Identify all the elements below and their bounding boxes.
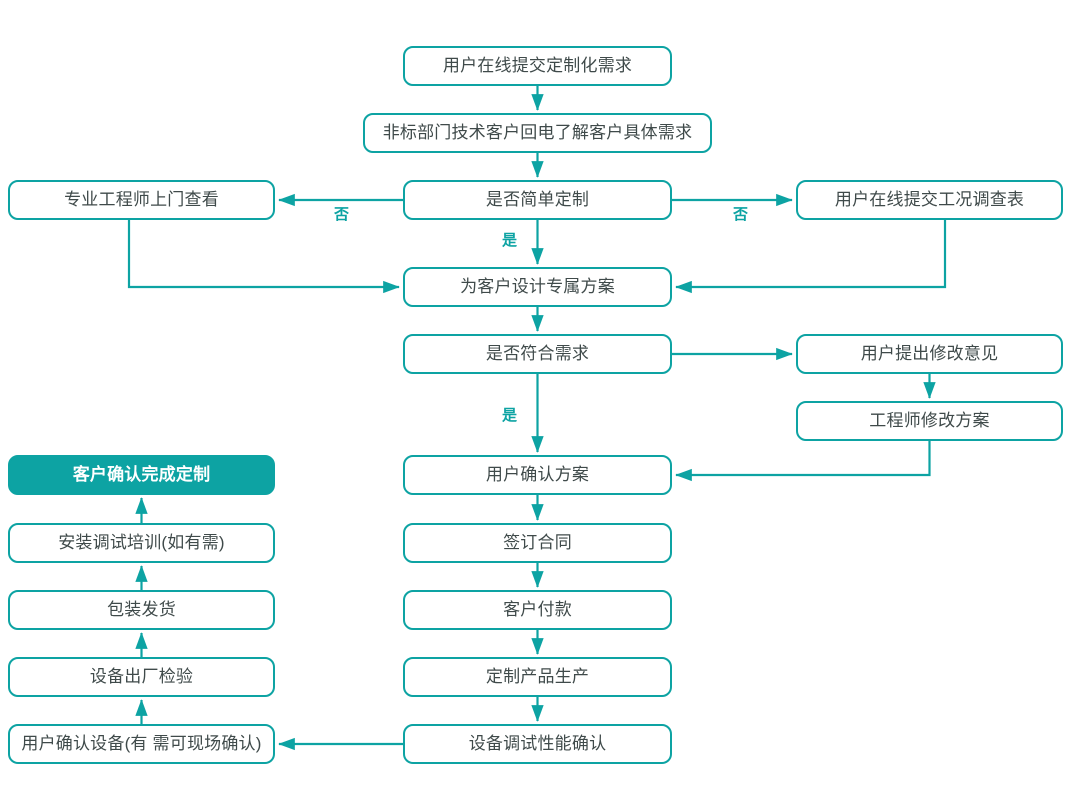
edge-n9-n10 [675, 441, 931, 482]
node-design-exclusive-plan[interactable]: 为客户设计专属方案 [403, 267, 672, 307]
edge-n4-n6 [127, 220, 400, 294]
edge-label-yes-upper: 是 [502, 232, 518, 249]
node-equipment-debug-performance-confirm[interactable]: 设备调试性能确认 [403, 724, 672, 764]
node-engineer-onsite-visit[interactable]: 专业工程师上门查看 [8, 180, 275, 220]
node-sign-contract[interactable]: 签订合同 [403, 523, 672, 563]
node-factory-inspection[interactable]: 设备出厂检验 [8, 657, 275, 697]
node-engineer-revises-plan[interactable]: 工程师修改方案 [796, 401, 1063, 441]
node-user-confirms-plan[interactable]: 用户确认方案 [403, 455, 672, 495]
edge-n5-n6 [675, 220, 947, 294]
node-submit-custom-requirement[interactable]: 用户在线提交定制化需求 [403, 46, 672, 86]
node-package-and-ship[interactable]: 包装发货 [8, 590, 275, 630]
node-install-debug-training[interactable]: 安装调试培训(如有需) [8, 523, 275, 563]
node-user-confirms-equipment[interactable]: 用户确认设备(有 需可现场确认) [8, 724, 275, 764]
node-submit-condition-survey[interactable]: 用户在线提交工况调查表 [796, 180, 1063, 220]
node-user-proposes-revision[interactable]: 用户提出修改意见 [796, 334, 1063, 374]
node-tech-callback-understand-requirement[interactable]: 非标部门技术客户回电了解客户具体需求 [363, 113, 712, 153]
node-customer-payment[interactable]: 客户付款 [403, 590, 672, 630]
node-custom-product-production[interactable]: 定制产品生产 [403, 657, 672, 697]
edge-label-no-right: 否 [733, 206, 749, 223]
edge-label-yes-lower: 是 [502, 407, 518, 424]
node-decision-simple-customization[interactable]: 是否简单定制 [403, 180, 672, 220]
node-decision-meets-requirement[interactable]: 是否符合需求 [403, 334, 672, 374]
node-customer-confirms-completion[interactable]: 客户确认完成定制 [8, 455, 275, 495]
edge-label-no-left: 否 [334, 206, 350, 223]
